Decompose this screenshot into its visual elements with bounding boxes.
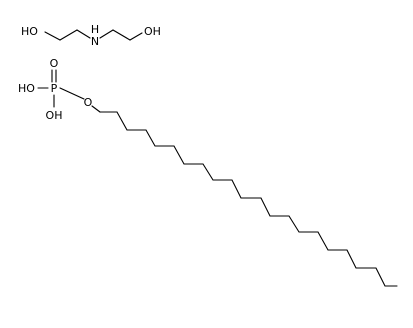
atom-hydroxyl-1: HO — [18, 82, 35, 95]
diethanolamine: HO N H OH — [21, 23, 161, 48]
atom-phosphorus: P — [51, 82, 58, 95]
octadecyl-phosphate: O P HO OH O — [18, 57, 398, 287]
atom-hydroxyl-2: OH — [46, 109, 63, 122]
bond-ho-c1 — [44, 31, 61, 41]
atom-oh-right: OH — [144, 25, 161, 38]
bond-p-o-ester — [59, 87, 85, 100]
atom-nitrogen: N — [91, 35, 99, 48]
atom-ester-oxygen: O — [84, 96, 93, 109]
bond-c4-oh — [129, 32, 143, 41]
atom-oh-left: HO — [21, 25, 38, 38]
atom-nh-hydrogen: H — [91, 23, 99, 36]
octadecyl-chain — [99, 111, 398, 287]
bond-c2-n — [76, 29, 91, 39]
bond-c3-c4 — [112, 29, 131, 41]
bond-o-c1 — [91, 105, 101, 113]
atom-oxo: O — [50, 57, 59, 70]
bond-n-c3 — [99, 29, 114, 39]
bond-c1-c2 — [59, 29, 78, 41]
